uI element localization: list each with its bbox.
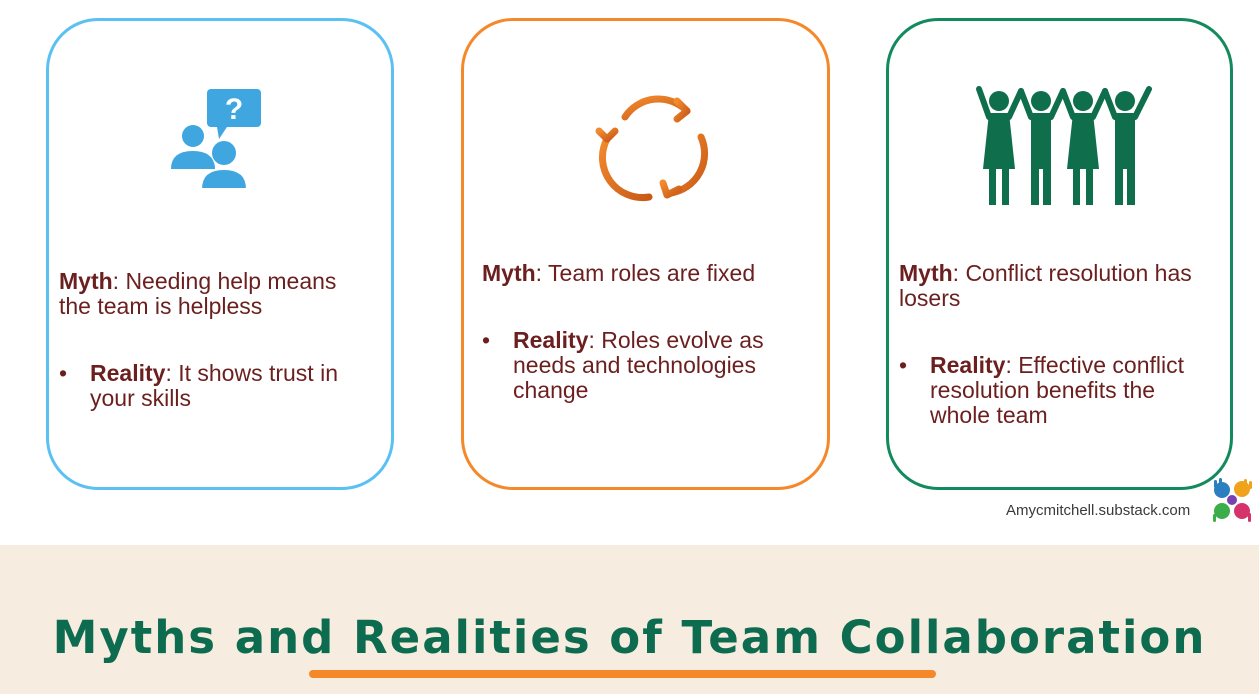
bullet-icon: • — [482, 327, 491, 353]
team-celebrating-icon — [975, 83, 1155, 212]
reality-statement: • Reality: It shows trust in your skills — [59, 360, 338, 411]
footer-credit: Amycmitchell.substack.com — [1006, 502, 1191, 519]
cycle-arrows-icon — [591, 89, 711, 214]
title-underline — [309, 670, 936, 678]
bullet-icon: • — [59, 360, 68, 386]
svg-text:?: ? — [225, 93, 243, 126]
myth-statement: Myth: Team roles are fixed — [482, 260, 756, 286]
card-text: Myth: Needing help means the team is hel… — [59, 269, 369, 411]
reality-statement: • Reality: Roles evolve as needs and tec… — [482, 327, 764, 403]
hands-logo-icon — [1210, 478, 1255, 529]
myth-card-roles: Myth: Team roles are fixed • Reality: Ro… — [461, 18, 830, 490]
reality-statement: • Reality: Effective conflict resolution… — [899, 352, 1184, 428]
card-text: Myth: Conflict resolution has losers • R… — [899, 261, 1219, 428]
myth-statement: Myth: Needing help means the team is hel… — [59, 268, 337, 319]
card-text: Myth: Team roles are fixed • Reality: Ro… — [482, 261, 802, 403]
bullet-icon: • — [899, 352, 908, 378]
page-title: Myths and Realities of Team Collaboratio… — [52, 611, 1207, 664]
myth-card-conflict: Myth: Conflict resolution has losers • R… — [886, 18, 1233, 490]
people-question-icon: ? — [169, 87, 265, 198]
myth-card-help: ? Myth: Needing help means the team is h… — [46, 18, 394, 490]
myth-statement: Myth: Conflict resolution has losers — [899, 260, 1192, 311]
title-band — [0, 545, 1259, 694]
